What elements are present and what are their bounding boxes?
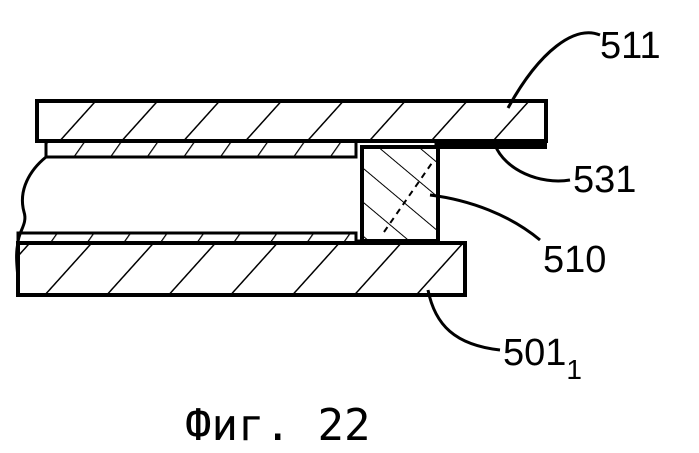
leader-511: [508, 33, 600, 108]
label-501-main: 501: [503, 332, 566, 374]
seal-layer: [436, 141, 546, 148]
leader-510: [430, 195, 540, 240]
label-510: 510: [543, 239, 606, 281]
leader-5011: [428, 290, 500, 350]
leader-531: [495, 145, 570, 181]
label-501-subscript: 1: [566, 354, 582, 385]
label-531: 531: [573, 159, 636, 201]
label-511: 511: [600, 25, 661, 67]
top-plate: [37, 101, 546, 141]
figure-caption: Фиг. 22: [185, 400, 370, 451]
label-501: 5011: [503, 332, 582, 385]
bottom-plate: [18, 243, 465, 295]
spacer-block: [362, 147, 438, 241]
